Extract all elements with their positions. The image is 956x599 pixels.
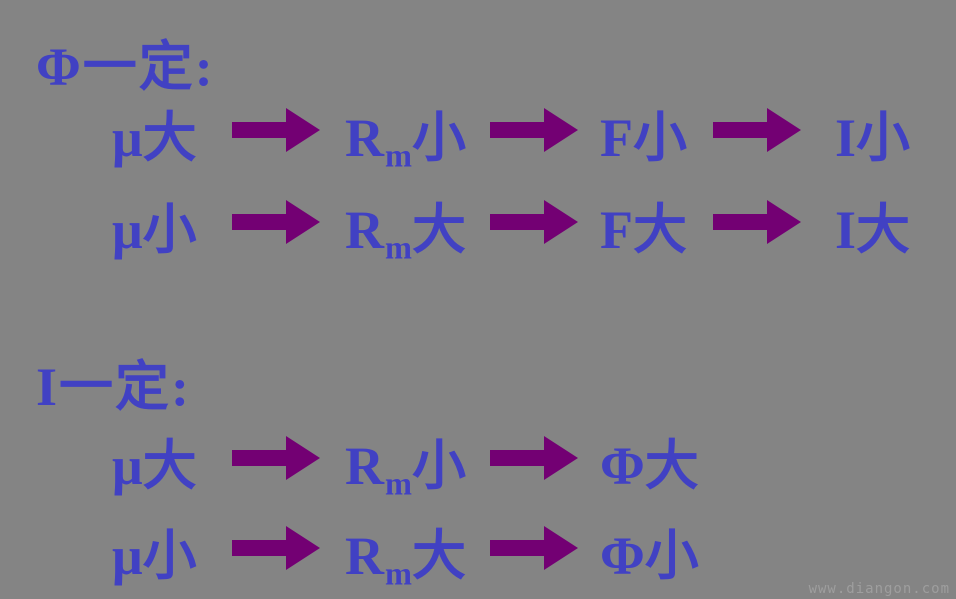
flow-node-rm-small: Rm小 — [345, 435, 466, 502]
subscript-m: m — [385, 555, 412, 592]
flow-node-f-small: F小 — [600, 107, 687, 168]
arrow-right-icon — [490, 199, 578, 244]
flow-node-mu-small: μ小 — [112, 525, 197, 586]
flow-row-phi-mu-large: μ大 Rm小 F小 I小 — [0, 92, 925, 174]
flow-node-i-large: I大 — [835, 199, 911, 260]
arrow-right-icon — [713, 199, 801, 244]
flow-row-i-mu-small: μ小 Rm大 Φ小 — [0, 510, 713, 592]
flow-node-phi-small: Φ小 — [600, 525, 699, 586]
watermark: www.diangon.com — [808, 581, 950, 597]
flow-node-f-large: F大 — [600, 199, 687, 260]
flow-node-rm-large: Rm大 — [345, 199, 466, 266]
flow-node-rm-large: Rm大 — [345, 525, 466, 592]
flow-row-phi-mu-small: μ小 Rm大 F大 I大 — [0, 184, 925, 266]
arrow-right-icon — [232, 107, 320, 152]
flow-row-i-mu-large: μ大 Rm小 Φ大 — [0, 420, 713, 502]
flow-node-i-small: I小 — [835, 107, 911, 168]
arrow-right-icon — [490, 435, 578, 480]
heading-i-constant: I一定: — [36, 357, 191, 417]
subscript-m: m — [385, 229, 412, 266]
arrow-right-icon — [232, 525, 320, 570]
heading-phi-constant: Φ一定: — [36, 37, 215, 97]
arrow-right-icon — [232, 199, 320, 244]
flow-node-mu-large: μ大 — [112, 107, 197, 168]
arrow-right-icon — [232, 435, 320, 480]
flow-node-rm-small: Rm小 — [345, 107, 466, 174]
flow-node-mu-large: μ大 — [112, 435, 197, 496]
arrow-right-icon — [713, 107, 801, 152]
flow-node-mu-small: μ小 — [112, 199, 197, 260]
flow-node-phi-large: Φ大 — [600, 435, 699, 496]
subscript-m: m — [385, 465, 412, 502]
arrow-right-icon — [490, 525, 578, 570]
arrow-right-icon — [490, 107, 578, 152]
subscript-m: m — [385, 137, 412, 174]
